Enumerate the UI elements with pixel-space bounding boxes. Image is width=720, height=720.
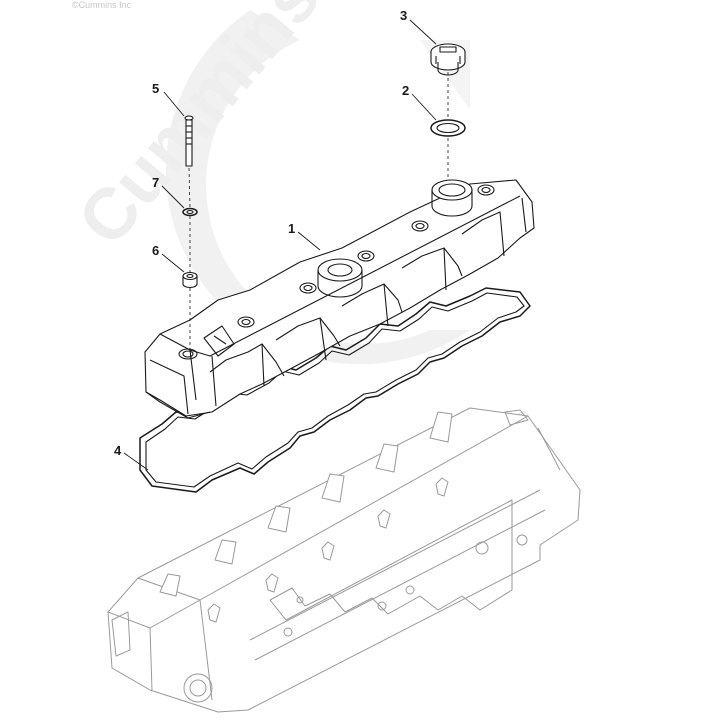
stud-washer [182,207,198,217]
oil-fill-cap [430,43,466,76]
callout-7: 7 [152,175,185,209]
callout-label-4: 4 [114,443,122,458]
o-ring-seal [430,119,466,137]
cover-stud [184,115,194,167]
callout-label-3: 3 [400,8,407,23]
rocker-lever-cover [144,179,535,419]
callout-label-7: 7 [152,175,159,190]
callout-label-1: 1 [288,221,295,236]
callout-label-5: 5 [152,81,159,96]
callout-label-2: 2 [402,83,409,98]
copyright-text: ©Cummins Inc [72,0,132,10]
callout-label-6: 6 [152,243,159,258]
callout-6: 6 [152,243,185,273]
callout-5: 5 [152,81,185,117]
cylinder-head-ghost [107,407,581,713]
callout-3: 3 [400,8,437,45]
stud-grommet [182,271,198,289]
callout-1: 1 [288,221,321,251]
callout-4: 4 [114,443,149,471]
callout-2: 2 [402,83,437,121]
